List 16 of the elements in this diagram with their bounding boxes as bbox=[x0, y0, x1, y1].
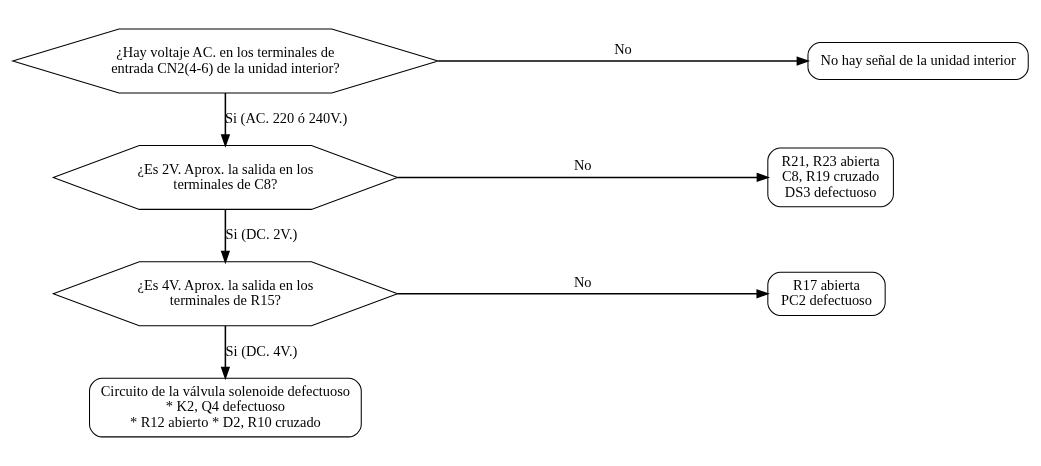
edge-label: No bbox=[573, 273, 592, 290]
edge-label: Si (DC. 4V.) bbox=[225, 342, 298, 359]
node-box: No hay señal de la unidad interior bbox=[807, 42, 1029, 81]
edge-label: Si (AC. 220 ó 240V.) bbox=[225, 110, 348, 127]
node-box: R17 abierta PC2 defectuoso bbox=[767, 271, 886, 316]
node-box: Circuito de la válvula solenoide defectuoso * K2, Q4 defectuoso * R12 abierto * D2, R10 cruzado bbox=[89, 377, 362, 438]
edge-label: No bbox=[573, 157, 592, 174]
arrow bbox=[396, 172, 771, 183]
arrow bbox=[220, 92, 231, 148]
arrow bbox=[220, 325, 231, 381]
edge-label: Si (DC. 2V.) bbox=[225, 226, 298, 243]
edge-label: No bbox=[614, 41, 632, 58]
node-box: R21, R23 abierta C8, R19 cruzado DS3 defectuoso bbox=[767, 147, 894, 208]
arrow bbox=[396, 289, 770, 299]
arrow bbox=[437, 56, 810, 66]
arrow bbox=[220, 208, 231, 265]
